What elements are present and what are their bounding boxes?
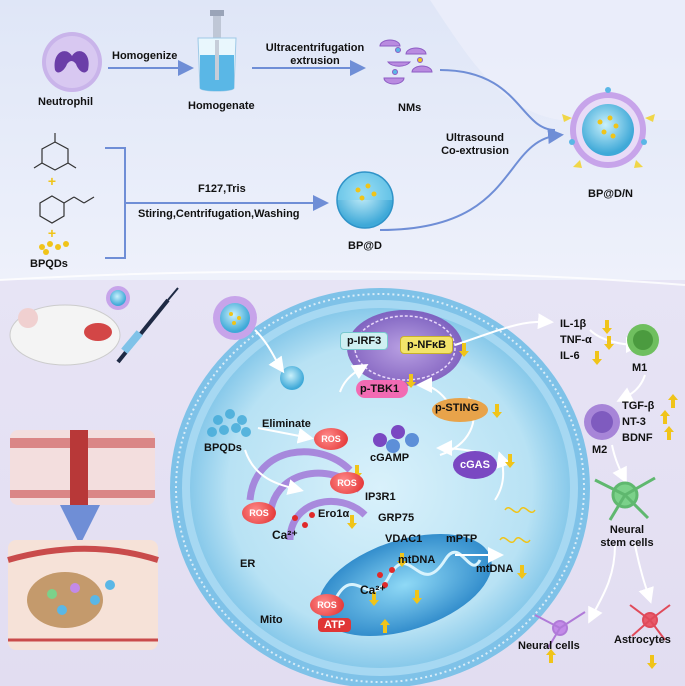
label-homogenate: Homogenate (188, 100, 255, 112)
label-bpd: BP@D (348, 240, 382, 252)
label-nms: NMs (398, 102, 422, 114)
m2-label: M2 (592, 444, 608, 456)
label-bpqds-cell: BPQDs (204, 442, 242, 454)
label-eliminate: Eliminate (262, 418, 311, 430)
neural-label: Neural (609, 524, 645, 536)
m1-cell (627, 324, 659, 356)
bdnf-label: BDNF (622, 432, 653, 444)
chemical-structures (33, 133, 95, 224)
svg-text:+: + (48, 173, 56, 189)
nms-graphic (379, 39, 433, 85)
label-ultracentrifugation: Ultracentrifugation (265, 42, 365, 54)
bpqds-cluster (207, 409, 251, 437)
tnfa-label: TNF-α (560, 334, 592, 346)
label-bpdn: BP@D/N (588, 188, 633, 200)
ero1a-label: Ero1α (318, 508, 350, 520)
grp75-label: GRP75 (378, 512, 415, 524)
mtdna-cyto-label: mtDNA (476, 563, 514, 575)
cgamp-label: cGAMP (370, 452, 410, 464)
ros-er: ROS (330, 472, 364, 494)
p-sting-label: p-STING (435, 402, 479, 414)
cgamp-molecules (373, 425, 419, 453)
small-nanoparticle (106, 286, 130, 310)
p-tbk1-label: p-TBK1 (360, 383, 400, 395)
p-irf3-label: p-IRF3 (340, 332, 389, 350)
ca-mito-label: Ca²⁺ (360, 583, 386, 597)
svg-text:+: + (48, 225, 56, 241)
syringe-graphic (116, 287, 179, 364)
mtdna-strands (499, 507, 536, 543)
ca-er-label: Ca²⁺ (272, 528, 298, 542)
label-f127-tris: F127,Tris (198, 183, 246, 195)
tissue-repair-graphic (7, 540, 159, 650)
label-homogenize: Homogenize (112, 50, 178, 62)
mito-label: Mito (260, 614, 283, 626)
bpqds-dots (39, 241, 69, 255)
neural-cell (534, 611, 586, 649)
stem-cells-label: stem cells (600, 537, 654, 549)
cgas-label: cGAS (460, 459, 490, 471)
m1-label: M1 (632, 362, 648, 374)
entering-nanoparticle (213, 296, 304, 390)
nt3-label: NT-3 (622, 416, 646, 428)
il6-label: IL-6 (560, 350, 580, 362)
tgfb-label: TGF-β (622, 400, 655, 412)
astrocytes-label: Astrocytes (614, 634, 671, 646)
label-extrusion: extrusion (290, 55, 340, 67)
mptp-label: mPTP (446, 533, 478, 545)
homogenizer-graphic (197, 10, 237, 92)
mtdna-mito-label: mtDNA (398, 554, 436, 566)
p-nfkb-label: p-NFκB (400, 336, 454, 354)
calcium-dots (292, 512, 395, 588)
neural-cells-label: Neural cells (518, 640, 580, 652)
label-neutrophil: Neutrophil (38, 96, 93, 108)
ros-left: ROS (242, 502, 276, 524)
label-ultrasound: Ultrasound (445, 132, 505, 144)
ip3r1-label: IP3R1 (365, 491, 396, 503)
neural-stem-cell (594, 476, 656, 521)
neutrophil-graphic (42, 32, 102, 92)
ros-mito: ROS (310, 594, 344, 616)
spinal-cord-graphic (10, 430, 155, 505)
label-bpqds-top: BPQDs (30, 258, 68, 270)
regulation-arrows (347, 320, 678, 669)
label-coextrusion: Co-extrusion (441, 145, 509, 157)
atp-label: ATP (318, 618, 352, 632)
bpdn-particle (562, 87, 655, 168)
ros-eliminated: ROS (314, 428, 348, 450)
astrocyte (629, 604, 671, 641)
m2-cell (584, 404, 620, 440)
mouse-graphic (9, 304, 121, 366)
bpd-sphere (336, 171, 394, 229)
er-label: ER (240, 558, 256, 570)
label-stiring: Stiring,Centrifugation,Washing (138, 208, 300, 220)
vdac1-label: VDAC1 (385, 533, 423, 545)
il1b-label: IL-1β (560, 318, 587, 330)
